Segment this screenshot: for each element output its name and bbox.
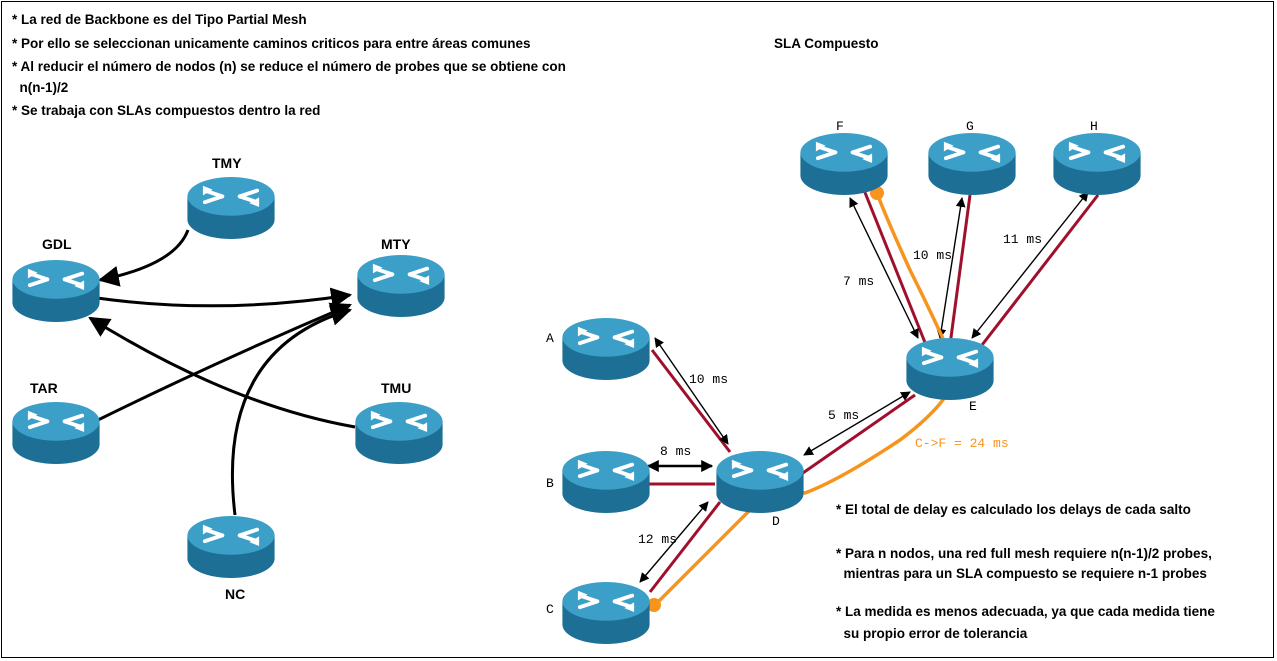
router-icon-nc: [187, 516, 275, 578]
router-icon-gdl: [12, 260, 100, 322]
delay-arrow-e-f: [849, 197, 919, 339]
delay-label-d-e: 5 ms: [828, 408, 859, 423]
router-icon-c: [562, 582, 650, 644]
sla-title: SLA Compuesto: [774, 36, 879, 51]
intro-note-4: n(n-1)/2: [12, 80, 68, 95]
node-label-b: B: [546, 476, 554, 491]
node-label-f: F: [836, 119, 844, 134]
intro-note-1: * La red de Backbone es del Tipo Partial…: [12, 12, 307, 27]
delay-arrow-a-d: [654, 337, 729, 445]
router-icon-d: [716, 451, 804, 513]
node-label-d: D: [772, 514, 780, 529]
intro-notes: * La red de Backbone es del Tipo Partial…: [12, 12, 566, 118]
right-node-labels: A B C D E F G H: [546, 119, 1098, 617]
node-label-g: G: [966, 119, 974, 134]
composite-delay-arrows: [639, 191, 1089, 583]
composite-path-label: C->F = 24 ms: [915, 436, 1009, 451]
delay-label-e-f: 7 ms: [843, 274, 874, 289]
red-link-e-g: [948, 194, 972, 346]
node-label-c: C: [546, 602, 554, 617]
red-link-e-f: [858, 179, 930, 351]
delay-arrow-e-g: [936, 197, 966, 339]
node-label-a: A: [546, 331, 554, 346]
delay-arrow-e-h: [971, 191, 1089, 339]
router-icon-mty: [357, 255, 445, 317]
delay-arrow-d-e: [803, 391, 911, 456]
node-label-tmy: TMY: [212, 155, 242, 171]
delay-arrow-c-d: [639, 501, 709, 583]
summary-note-1: * El total de delay es calculado los del…: [836, 502, 1191, 517]
delay-labels: 10 ms 8 ms 12 ms 5 ms 7 ms 10 ms 11 ms: [638, 232, 1042, 547]
router-icon-h: [1053, 133, 1141, 195]
router-icon-tmy: [187, 177, 275, 239]
link-nc-mty: [230, 305, 353, 516]
red-link-a-d: [650, 349, 732, 453]
link-tar-mty: [97, 302, 352, 422]
partial-mesh-links: [88, 229, 356, 516]
router-icon-a: [562, 318, 650, 380]
delay-label-e-g: 10 ms: [913, 248, 952, 263]
delay-label-c-d: 12 ms: [638, 532, 677, 547]
path-start-dot: [647, 598, 661, 612]
link-tmy-gdl: [97, 229, 190, 287]
red-link-d-e: [799, 393, 916, 477]
delay-label-e-h: 11 ms: [1003, 232, 1042, 247]
delay-label-a-d: 10 ms: [689, 372, 728, 387]
summary-note-3: mientras para un SLA compuesto se requie…: [836, 566, 1207, 581]
intro-note-2: * Por ello se seleccionan unicamente cam…: [12, 36, 530, 51]
router-icon-b: [562, 451, 650, 513]
node-label-gdl: GDL: [42, 236, 72, 252]
node-label-h: H: [1090, 119, 1098, 134]
router-icon-f: [800, 133, 888, 195]
delay-label-b-d: 8 ms: [660, 444, 691, 459]
summary-notes: * El total de delay es calculado los del…: [836, 502, 1215, 641]
router-icon-e: [906, 338, 994, 400]
left-routers: [12, 177, 445, 578]
intro-note-5: * Se trabaja con SLAs compuestos dentro …: [12, 103, 320, 118]
red-link-c-d: [648, 501, 722, 593]
router-icon-tmu: [355, 402, 443, 464]
node-label-nc: NC: [225, 586, 245, 602]
link-tmu-gdl: [88, 316, 356, 429]
node-label-mty: MTY: [381, 236, 411, 252]
summary-note-2: * Para n nodos, una red full mesh requie…: [836, 546, 1212, 561]
red-link-e-h: [980, 194, 1100, 346]
node-label-tar: TAR: [30, 380, 58, 396]
link-gdl-mty: [96, 287, 353, 309]
router-icon-tar: [12, 402, 100, 464]
node-label-tmu: TMU: [381, 380, 411, 396]
node-label-e: E: [969, 399, 977, 414]
left-node-labels: TMY GDL MTY TAR TMU NC: [30, 155, 411, 602]
summary-note-5: su propio error de tolerancia: [836, 626, 1028, 641]
summary-note-4: * La medida es menos adecuada, ya que ca…: [836, 604, 1215, 619]
intro-note-3: * Al reducir el número de nodos (n) se r…: [12, 59, 566, 74]
router-icon-g: [928, 133, 1016, 195]
